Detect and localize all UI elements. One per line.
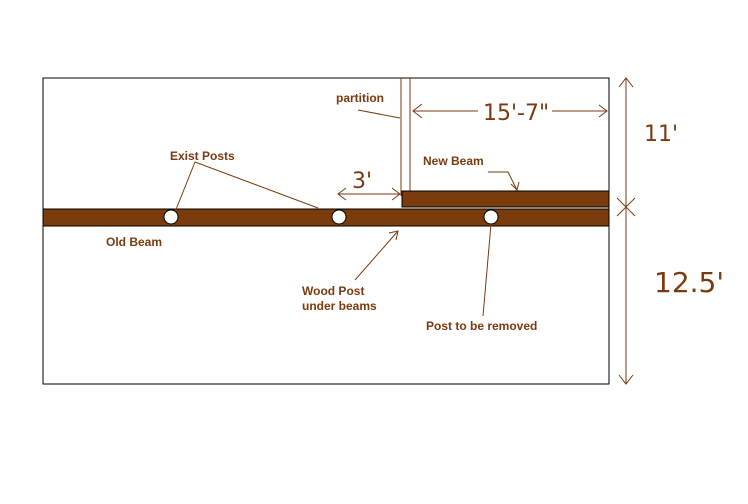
building-outline xyxy=(42,77,610,385)
dim-offset-arrow-right xyxy=(391,187,401,201)
post-removed-label: Post to be removed xyxy=(426,319,537,333)
dim-offset-text: 3' xyxy=(352,169,372,194)
dim-vertical-tick-b xyxy=(616,197,636,217)
dim-span-arrow-left xyxy=(412,103,423,119)
old-beam-label: Old Beam xyxy=(106,235,162,249)
new-beam-label: New Beam xyxy=(423,154,484,168)
exist-posts-leader xyxy=(174,161,319,213)
exist-posts-label: Exist Posts xyxy=(170,149,235,163)
wood-post-leader xyxy=(354,230,399,281)
partition-label: partition xyxy=(336,91,384,105)
wood-post-label-line2: under beams xyxy=(302,299,377,313)
new-beam-leader xyxy=(488,171,518,191)
dim-span-arrow-right xyxy=(598,104,608,118)
post-to-be-removed xyxy=(483,209,499,225)
exist-post-1 xyxy=(163,209,179,225)
new-beam-leader-arrow xyxy=(510,181,520,191)
post-removed-leader xyxy=(482,223,492,317)
dim-vertical-arrow-top xyxy=(618,77,634,88)
dim-offset-arrow-left xyxy=(337,187,347,201)
wood-post-leader-arrow xyxy=(388,230,399,241)
old-beam xyxy=(42,208,610,227)
dim-lower-text: 12.5' xyxy=(654,266,724,299)
new-beam xyxy=(401,190,610,208)
wood-post-label-line1: Wood Post xyxy=(302,284,364,298)
partition-leader xyxy=(357,109,401,119)
dim-upper-text: 11' xyxy=(644,122,678,147)
dim-span-text: 15'-7" xyxy=(483,101,549,126)
dim-vertical-arrow-bottom xyxy=(618,374,634,385)
exist-post-2 xyxy=(331,209,347,225)
